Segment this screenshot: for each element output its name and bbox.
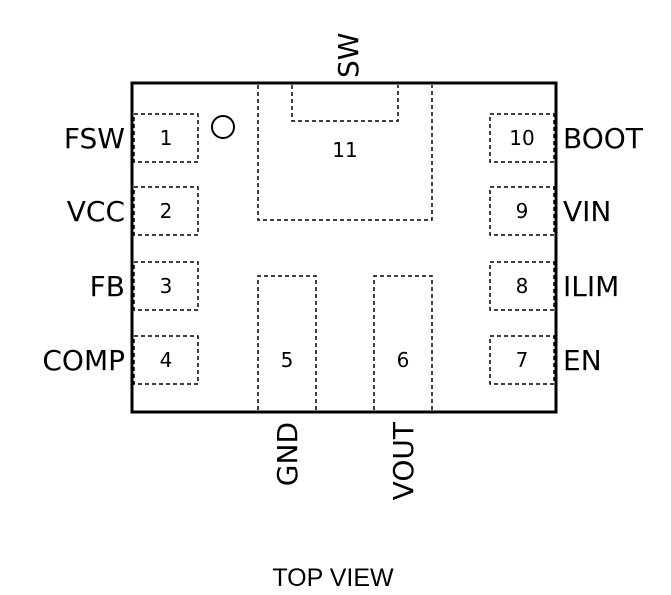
pin-number: 2 bbox=[160, 199, 173, 223]
pad-pin-7 bbox=[489, 335, 555, 385]
pin-name-right: BOOT bbox=[563, 122, 644, 155]
package-body bbox=[130, 81, 558, 414]
pad-pin-9 bbox=[489, 186, 555, 236]
pin-number: 6 bbox=[397, 348, 410, 372]
pin-number: 5 bbox=[281, 348, 294, 372]
pin-name-left: VCC bbox=[67, 195, 125, 228]
pin-name-right: EN bbox=[563, 344, 602, 377]
view-label: TOP VIEW bbox=[272, 564, 394, 592]
pad-pin-4 bbox=[133, 335, 199, 385]
pin-name-left: COMP bbox=[42, 344, 125, 377]
pin-number: 10 bbox=[509, 126, 534, 150]
pad-pin-8 bbox=[489, 261, 555, 311]
pin-number: 11 bbox=[332, 138, 357, 162]
pad-pin-10 bbox=[489, 113, 555, 163]
pin-number: 4 bbox=[160, 348, 173, 372]
pin-number: 7 bbox=[516, 348, 529, 372]
pin-name-top: SW bbox=[332, 33, 365, 78]
pin-name-bottom: GND bbox=[271, 422, 304, 486]
pin-number: 8 bbox=[516, 274, 529, 298]
pad-pin-5 bbox=[257, 275, 317, 410]
pin-name-left: FB bbox=[90, 270, 125, 303]
pin-number: 9 bbox=[516, 199, 529, 223]
pad-pin-11-inner bbox=[291, 85, 399, 122]
pin-number: 1 bbox=[160, 126, 173, 150]
pad-pin-1 bbox=[133, 113, 199, 163]
pin-name-left: FSW bbox=[64, 122, 125, 155]
pad-pin-2 bbox=[133, 186, 199, 236]
pin-name-bottom: VOUT bbox=[387, 421, 420, 500]
pin-1-indicator-circle bbox=[211, 115, 235, 139]
pin-name-right: VIN bbox=[563, 195, 611, 228]
pin-number: 3 bbox=[160, 274, 173, 298]
pin-name-right: ILIM bbox=[563, 270, 619, 303]
pad-pin-6 bbox=[373, 275, 433, 410]
pad-pin-3 bbox=[133, 261, 199, 311]
